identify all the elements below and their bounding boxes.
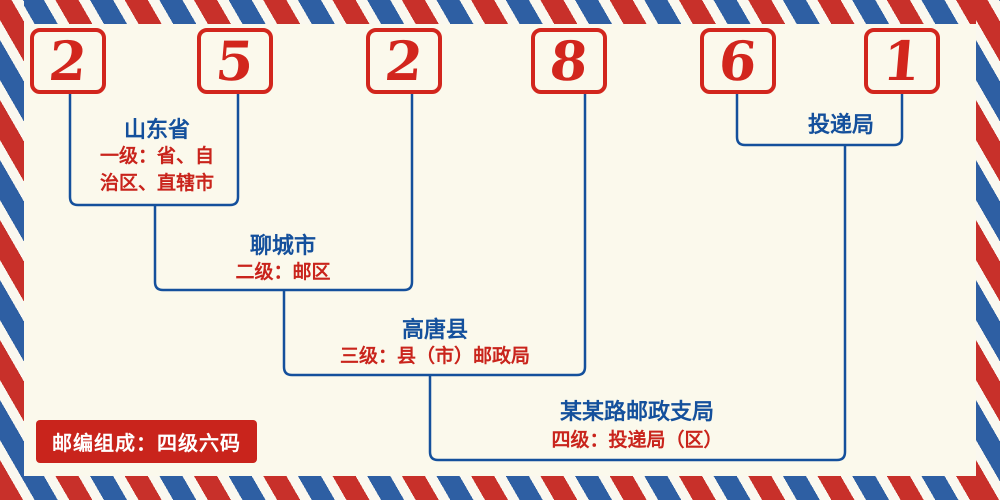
digit-box-5: 6 xyxy=(700,28,776,94)
digit-box-2: 5 xyxy=(197,28,273,94)
digit-2: 5 xyxy=(213,29,257,93)
annotation-delivery-title: 投递局 xyxy=(807,113,875,138)
annotation-level4-desc: 四级：投递局（区） xyxy=(551,429,723,451)
airmail-border-bottom xyxy=(0,476,1000,500)
annotation-level4-title: 某某路邮政支局 xyxy=(559,400,715,425)
annotation-level3-title: 高唐县 xyxy=(401,318,469,343)
digit-3: 2 xyxy=(382,29,426,93)
digit-6: 1 xyxy=(880,29,924,93)
airmail-border-top xyxy=(0,0,1000,24)
airmail-border-right xyxy=(976,0,1000,500)
airmail-border-left xyxy=(0,0,24,500)
footer-composition-badge: 邮编组成：四级六码 xyxy=(36,420,257,463)
digit-4: 8 xyxy=(547,29,591,93)
digit-box-3: 2 xyxy=(366,28,442,94)
digit-box-1: 2 xyxy=(30,28,106,94)
annotation-level1-desc: 一级：省、自 治区、直辖市 xyxy=(100,143,214,197)
annotation-level2-desc: 二级：邮区 xyxy=(235,261,331,283)
annotation-level2-title: 聊城市 xyxy=(249,234,317,259)
digit-box-6: 1 xyxy=(864,28,940,94)
annotation-level1-title: 山东省 xyxy=(123,118,191,143)
digit-1: 2 xyxy=(46,29,90,93)
digit-box-4: 8 xyxy=(531,28,607,94)
annotation-level1-desc-line1: 一级：省、自 xyxy=(99,145,215,167)
annotation-level1-desc-line2: 治区、直辖市 xyxy=(99,172,215,194)
annotation-level3-desc: 三级：县（市）邮政局 xyxy=(339,345,531,367)
digit-5: 6 xyxy=(716,29,760,93)
